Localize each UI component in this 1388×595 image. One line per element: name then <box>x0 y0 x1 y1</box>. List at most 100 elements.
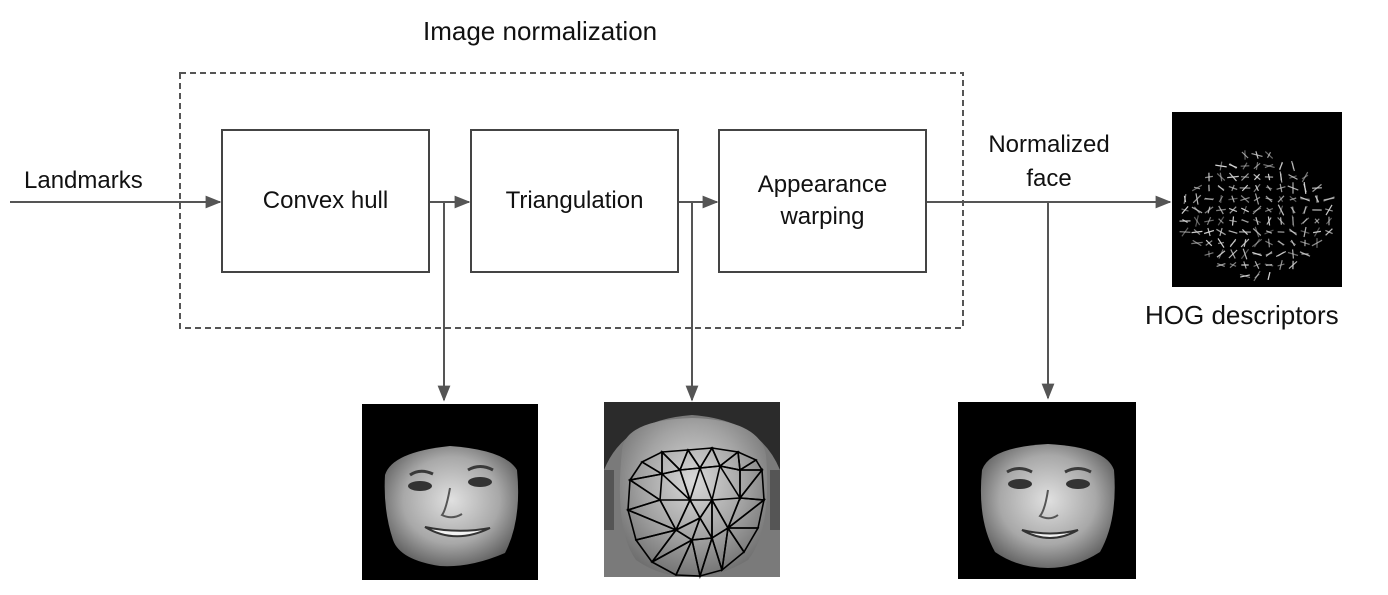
hog-gradient-stroke <box>1288 174 1298 180</box>
hog-gradient-stroke <box>1255 151 1259 159</box>
hog-gradient-stroke <box>1267 173 1271 181</box>
hog-gradient-stroke <box>1240 274 1250 278</box>
hog-gradient-stroke <box>1218 218 1224 224</box>
hog-gradient-stroke <box>1252 228 1262 236</box>
hog-gradient-stroke <box>1228 185 1238 191</box>
mesh-triangle <box>661 450 682 475</box>
mesh-triangle <box>711 526 730 571</box>
mesh-triangle <box>726 527 760 554</box>
hog-gradient-stroke <box>1216 173 1226 181</box>
hog-gradient-stroke <box>1255 217 1259 225</box>
hog-gradient-stroke <box>1277 204 1285 216</box>
normalized-face-label-line2: face <box>1026 165 1072 192</box>
mesh-triangle <box>651 528 694 563</box>
hog-gradient-stroke <box>1265 264 1273 266</box>
hog-gradient-stroke <box>1219 172 1223 182</box>
hog-gradient-stroke <box>1252 207 1262 213</box>
hog-gradient-stroke <box>1241 151 1249 159</box>
hog-gradient-stroke <box>1241 228 1249 236</box>
appearance-warping-label-line2: warping <box>780 203 865 230</box>
hog-gradient-stroke <box>1266 217 1272 225</box>
normalization-region <box>179 72 964 329</box>
triangulation-box: Triangulation <box>470 129 679 273</box>
hog-gradient-stroke <box>1252 251 1262 257</box>
hog-descriptors-label: HOG descriptors <box>1145 300 1339 330</box>
hog-gradient-stroke <box>1265 252 1273 256</box>
hog-gradient-stroke <box>1193 186 1201 190</box>
hog-gradient-stroke <box>1278 162 1284 170</box>
hog-gradient-stroke <box>1240 176 1250 178</box>
hog-gradient-stroke <box>1264 229 1274 235</box>
normalized-face-label: Normalized face <box>976 128 1122 196</box>
hog-gradient-stroke <box>1325 228 1333 236</box>
hog-gradient-stroke <box>1253 263 1261 267</box>
hog-gradient-stroke <box>1204 219 1214 223</box>
hog-gradient-stroke <box>1216 250 1226 258</box>
hog-gradient-stroke <box>1231 216 1235 226</box>
hog-gradient-stroke <box>1265 195 1273 203</box>
hog-gradient-stroke <box>1219 227 1223 237</box>
hog-gradient-stroke <box>1267 271 1271 281</box>
hog-gradient-stroke <box>1216 263 1226 267</box>
hog-gradient-stroke <box>1267 272 1271 280</box>
hog-gradient-stroke <box>1217 238 1225 248</box>
hog-gradient-stroke <box>1192 239 1202 247</box>
hog-gradient-stroke <box>1302 205 1308 215</box>
hog-gradient-stroke <box>1207 206 1211 214</box>
hog-gradient-stroke <box>1301 174 1309 180</box>
hog-gradient-stroke <box>1303 206 1307 214</box>
hog-gradient-stroke <box>1195 215 1199 227</box>
hog-gradient-stroke <box>1266 207 1272 213</box>
hog-gradient-stroke <box>1301 171 1309 183</box>
normalized-face-image <box>958 402 1136 579</box>
hog-gradient-stroke <box>1289 230 1297 234</box>
hog-gradient-stroke <box>1277 240 1285 246</box>
hog-gradient-stroke <box>1183 193 1187 205</box>
hog-gradient-stroke <box>1240 248 1250 260</box>
hog-gradient-stroke <box>1287 251 1299 257</box>
hog-gradient-stroke <box>1254 260 1260 270</box>
hog-gradient-stroke <box>1191 206 1203 214</box>
hog-gradient-stroke <box>1229 206 1237 214</box>
appearance-warping-label-line1: Appearance <box>757 171 888 198</box>
hog-gradient-stroke <box>1179 231 1191 233</box>
hog-gradient-stroke <box>1265 230 1273 234</box>
hog-gradient-stroke <box>1193 216 1201 226</box>
input-label-landmarks: Landmarks <box>24 167 143 194</box>
appearance-warping-box: Appearance warping <box>718 129 927 273</box>
hog-gradient-stroke <box>1231 195 1235 203</box>
hog-gradient-stroke <box>1227 175 1239 179</box>
hog-gradient-stroke <box>1266 185 1272 191</box>
hog-gradient-stroke <box>1191 184 1203 192</box>
hog-gradient-stroke <box>1228 230 1238 234</box>
triangulation-label: Triangulation <box>505 187 644 214</box>
hog-gradient-stroke <box>1290 206 1296 214</box>
convex-hull-label: Convex hull <box>262 187 389 214</box>
hog-gradient-stroke <box>1195 193 1199 205</box>
hog-gradient-stroke <box>1277 217 1285 225</box>
hog-gradient-stroke <box>1193 228 1201 236</box>
hog-gradient-stroke <box>1181 206 1189 214</box>
hog-gradient-stroke <box>1207 227 1211 237</box>
hog-gradient-stroke <box>1264 263 1274 267</box>
hog-gradient-stroke <box>1265 240 1273 246</box>
hog-gradient-stroke <box>1254 226 1260 238</box>
hog-gradient-stroke <box>1215 164 1227 168</box>
hog-gradient-stroke <box>1313 230 1321 234</box>
normalized-face-label-line1: Normalized <box>988 131 1110 158</box>
hog-gradient-stroke <box>1241 218 1249 224</box>
hog-gradient-stroke <box>1205 239 1213 247</box>
hog-gradient-stroke <box>1241 184 1249 192</box>
hog-gradient-stroke <box>1229 238 1237 248</box>
hog-gradient-stroke <box>1242 248 1248 260</box>
mesh-triangle <box>718 450 741 471</box>
hog-gradient-stroke <box>1218 195 1224 203</box>
hog-gradient-stroke <box>1277 263 1285 267</box>
hog-gradient-stroke <box>1217 184 1225 192</box>
hog-gradient-stroke <box>1252 205 1262 215</box>
hog-gradient-stroke <box>1253 238 1261 248</box>
hog-gradient-stroke <box>1289 240 1297 246</box>
hog-gradient-stroke <box>1204 197 1214 201</box>
hog-gradient-stroke <box>1229 163 1237 169</box>
